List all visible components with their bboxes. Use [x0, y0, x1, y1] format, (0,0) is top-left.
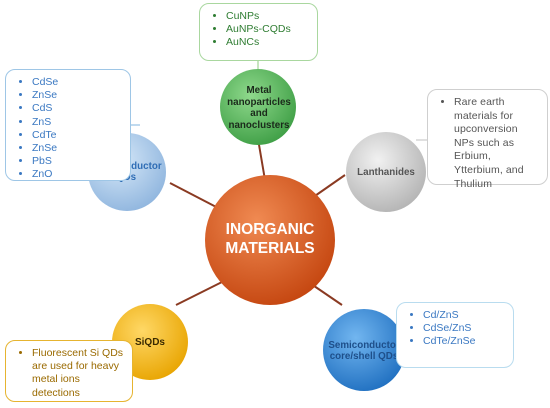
core-shell-items-list: Cd/ZnS CdSe/ZnS CdTe/ZnSe	[405, 309, 505, 349]
core-shell-items-box: Cd/ZnS CdSe/ZnS CdTe/ZnSe	[396, 302, 514, 368]
lanthanides-items-list: Rare earth materials for upconversion NP…	[436, 96, 539, 191]
list-item: AuNCs	[226, 36, 309, 49]
list-item: Fluorescent Si QDs are used for heavy me…	[32, 347, 124, 400]
list-item: CdSe/ZnS	[423, 322, 505, 335]
list-item: ZnS	[32, 116, 122, 129]
list-item: Cd/ZnS	[423, 309, 505, 322]
list-item: CdTe	[32, 129, 122, 142]
list-item: PbS	[32, 155, 122, 168]
connector-lanthanides	[311, 174, 346, 199]
node-metal-circle	[220, 69, 296, 145]
list-item: ZnSe	[32, 89, 122, 102]
node-lanthanides-label: Lanthanides	[357, 166, 415, 178]
siqds-items-box: Fluorescent Si QDs are used for heavy me…	[5, 340, 133, 402]
list-item: CdSe	[32, 76, 122, 89]
semiconductor-items-box: CdSe ZnSe CdS ZnS CdTe ZnSe PbS ZnO	[5, 69, 131, 181]
semiconductor-items-list: CdSe ZnSe CdS ZnS CdTe ZnSe PbS ZnO	[14, 76, 122, 182]
node-lanthanides-circle	[346, 132, 426, 212]
list-item: ZnO	[32, 168, 122, 181]
lanthanides-items-box: Rare earth materials for upconversion NP…	[427, 89, 548, 190]
connector-semiconductor	[169, 182, 223, 211]
node-siqds-label: SiQDs	[134, 336, 165, 348]
metal-items-list: CuNPs AuNPs-CQDs AuNCs	[208, 10, 309, 50]
list-item: Rare earth materials for upconversion NP…	[454, 96, 539, 191]
siqds-items-list: Fluorescent Si QDs are used for heavy me…	[14, 347, 124, 400]
list-item: CdTe/ZnSe	[423, 335, 505, 348]
metal-items-box: CuNPs AuNPs-CQDs AuNCs	[199, 3, 318, 61]
list-item: ZnSe	[32, 142, 122, 155]
center-title: INORGANIC MATERIALS	[225, 221, 315, 257]
center-circle	[205, 175, 335, 305]
list-item: CdS	[32, 102, 122, 115]
list-item: CuNPs	[226, 10, 309, 23]
node-metal-label: Metal nanoparticles and nanoclusters	[227, 85, 291, 131]
node-core-shell-label: Semiconductor core/shell QDs	[328, 339, 400, 363]
list-item: AuNPs-CQDs	[226, 23, 309, 36]
node-core-shell-circle	[323, 309, 405, 391]
